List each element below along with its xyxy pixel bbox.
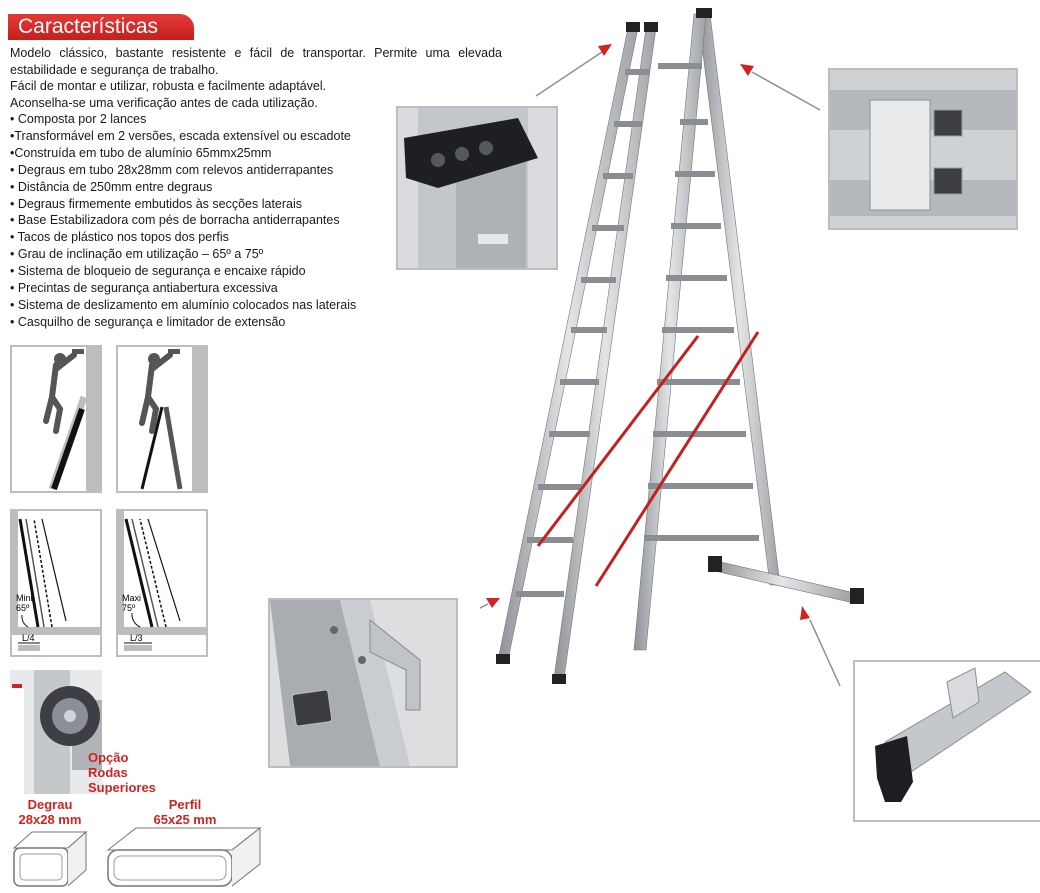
rung-profile-drawing xyxy=(8,826,92,890)
feature-item: • Composta por 2 lances xyxy=(10,112,147,126)
usage-stepladder-pictogram xyxy=(116,345,208,493)
usage-extension-pictogram xyxy=(10,345,102,493)
section-title: Características xyxy=(8,14,194,40)
option-line-1: Opção xyxy=(88,750,129,765)
detail-slide-guide-photo xyxy=(268,598,458,768)
intro-paragraph-2: Fácil de montar e utilizar, robusta e fa… xyxy=(10,79,327,93)
rung-title: Degrau xyxy=(27,797,73,812)
feature-item: • Sistema de bloqueio de segurança e enc… xyxy=(10,264,306,279)
feature-item: • Degraus firmemente embutidos às secçõe… xyxy=(10,196,303,211)
option-line-3: Superiores xyxy=(88,780,156,795)
intro-text: Modelo clássico, bastante resistente e f… xyxy=(10,45,502,111)
feature-item: • Degraus em tubo 28x28mm com relevos an… xyxy=(10,162,334,177)
rung-profile-label: Degrau 28x28 mm xyxy=(14,797,86,827)
wheel-option-label: Opção Rodas Superiores xyxy=(88,750,156,795)
feature-list: • Composta por 2 lances •Transformável e… xyxy=(10,111,502,331)
angle-diagram-maxi: Maxi 75º L/3 xyxy=(116,509,208,657)
option-line-2: Rodas xyxy=(88,765,128,780)
feature-item: • Casquilho de segurança e limitador de … xyxy=(10,314,286,329)
feature-item: • Grau de inclinação em utilização – 65º… xyxy=(10,247,264,262)
rail-title: Perfil xyxy=(168,797,202,812)
feature-item: • Precintas de segurança antiabertura ex… xyxy=(10,281,278,296)
maxi-base-label: L/3 xyxy=(130,633,143,643)
feature-item: •Transformável em 2 versões, escada exte… xyxy=(10,128,351,143)
detail-top-cap-photo xyxy=(396,106,558,270)
feature-item: •Construída em tubo de alumínio 65mmx25m… xyxy=(10,145,272,160)
angle-diagram-mini: Mini 65º L/4 xyxy=(10,509,102,657)
intro-paragraph-3: Aconselha-se uma verificação antes de ca… xyxy=(10,95,318,110)
mini-base-label: L/4 xyxy=(22,633,35,643)
feature-item: • Sistema de deslizamento em alumínio co… xyxy=(10,297,357,312)
intro-paragraph-1: Modelo clássico, bastante resistente e f… xyxy=(10,46,502,77)
ladder-illustration xyxy=(480,0,880,700)
feature-item: • Tacos de plástico nos topos dos perfis xyxy=(10,230,229,245)
rail-profile-drawing xyxy=(100,824,268,890)
mini-label: Mini xyxy=(16,593,33,603)
detail-rubber-foot-photo xyxy=(853,660,1040,822)
detail-locking-photo xyxy=(828,68,1018,230)
feature-item: • Distância de 250mm entre degraus xyxy=(10,179,213,194)
rail-size: 65x25 mm xyxy=(153,812,217,827)
feature-item: • Base Estabilizadora com pés de borrach… xyxy=(10,213,340,228)
wheel-option-image xyxy=(10,670,102,794)
maxi-label: Maxi xyxy=(122,593,141,603)
maxi-angle-label: 75º xyxy=(122,603,136,613)
rung-size: 28x28 mm xyxy=(18,812,82,827)
mini-angle-label: 65º xyxy=(16,603,30,613)
rail-profile-label: Perfil 65x25 mm xyxy=(140,797,230,827)
